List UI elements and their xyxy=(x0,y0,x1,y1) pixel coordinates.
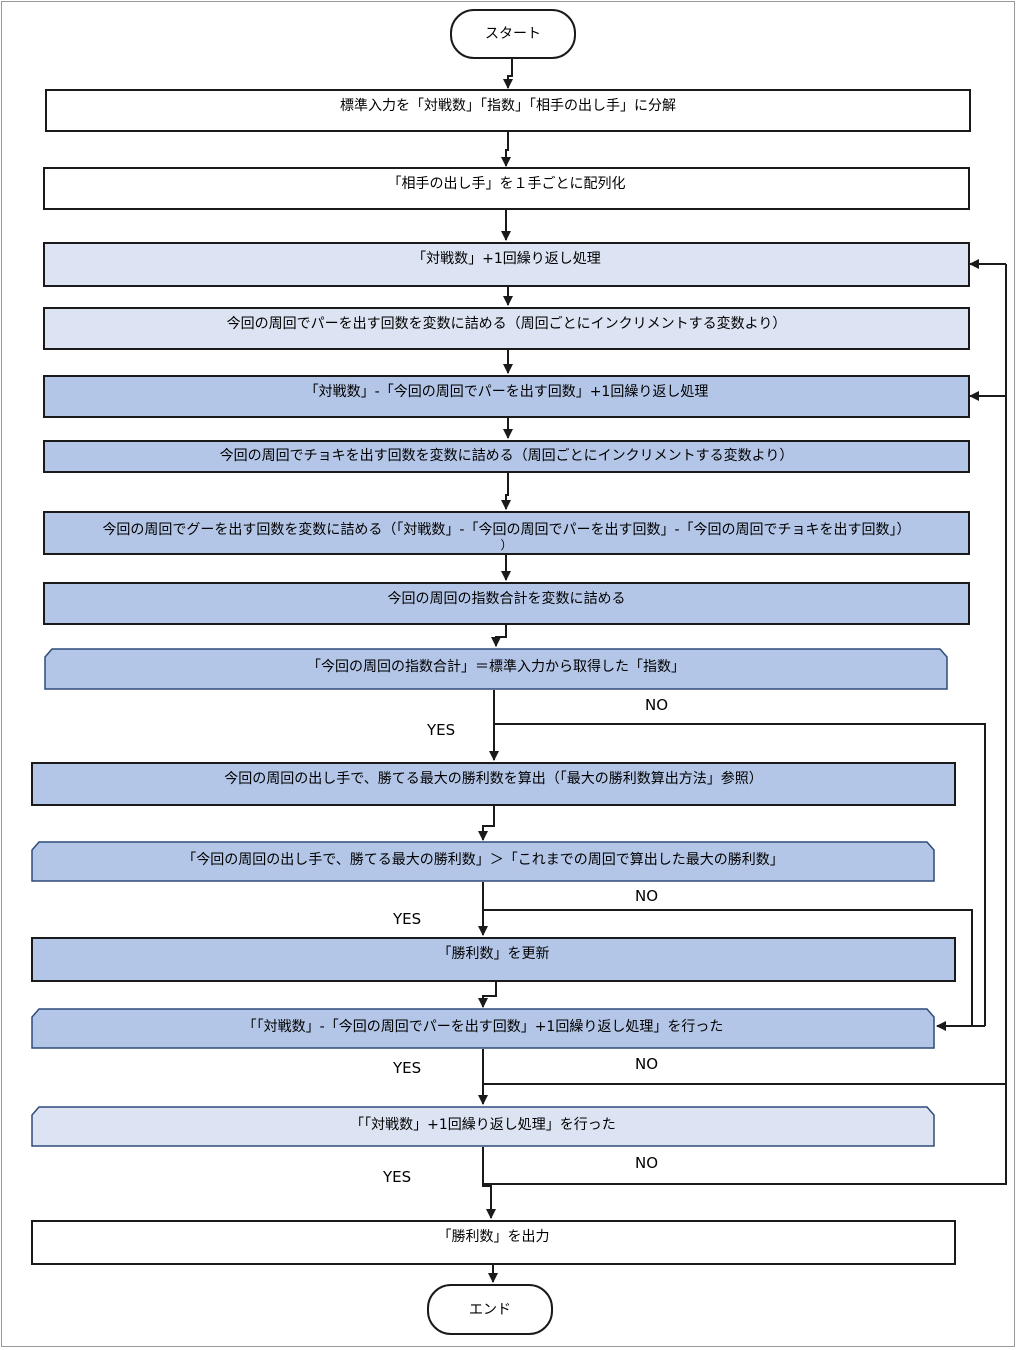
arrow-n6-n7 xyxy=(501,473,511,510)
loop-inner-label: 「対戦数」-「今回の周回でパーを出す回数」+1回繰り返し処理 xyxy=(304,384,709,400)
end-label: エンド xyxy=(469,1301,511,1318)
process-output-wins-label: 「勝利数」を出力 xyxy=(437,1229,550,1245)
process-update-wins: 「勝利数」を更新 xyxy=(31,937,956,982)
end-terminal: エンド xyxy=(427,1284,553,1335)
decision-index-match: 「今回の周回の指数合計」＝標準入力から取得した「指数」 xyxy=(44,648,948,690)
arrow-n8-d1 xyxy=(491,625,507,647)
arrow-n9-d2 xyxy=(478,806,495,841)
label-yes-d1: YES xyxy=(427,721,456,739)
decision-wins-greater-label: 「今回の周回の出し手で、勝てる最大の勝利数」＞「これまでの周回で算出した最大の勝… xyxy=(182,852,784,868)
process-split-input: 標準入力を「対戦数」「指数」「相手の出し手」に分解 xyxy=(45,89,971,132)
process-paper-count: 今回の周回でパーを出す回数を変数に詰める（周回ごとにインクリメントする変数より） xyxy=(43,307,970,350)
line-d1-no xyxy=(494,723,986,1026)
arrow-n10-d3 xyxy=(478,982,497,1008)
process-scissors-count-label: 今回の周回でチョキを出す回数を変数に詰める（周回ごとにインクリメントする変数より… xyxy=(219,448,794,464)
process-max-wins-label: 今回の周回の出し手で、勝てる最大の勝利数を算出（「最大の勝利数算出方法」参照） xyxy=(224,771,763,787)
label-yes-d2: YES xyxy=(393,910,422,928)
process-rock-count: 今回の周回でグーを出す回数を変数に詰める（「対戦数」-「今回の周回でパーを出す回… xyxy=(43,511,970,555)
loop-outer-label: 「対戦数」+1回繰り返し処理 xyxy=(412,251,601,267)
process-output-wins: 「勝利数」を出力 xyxy=(31,1220,956,1265)
process-scissors-count: 今回の周回でチョキを出す回数を変数に詰める（周回ごとにインクリメントする変数より… xyxy=(43,440,970,473)
loop-outer: 「対戦数」+1回繰り返し処理 xyxy=(43,242,970,287)
arrow-d4-yes-n11 xyxy=(482,1147,496,1219)
decision-wins-greater: 「今回の周回の出し手で、勝てる最大の勝利数」＞「これまでの周回で算出した最大の勝… xyxy=(31,841,935,882)
process-rock-count-label: 今回の周回でグーを出す回数を変数に詰める（「対戦数」-「今回の周回でパーを出す回… xyxy=(102,521,911,538)
process-update-wins-label: 「勝利数」を更新 xyxy=(437,946,550,962)
process-rock-count-label-wrap: ） xyxy=(500,537,513,552)
process-split-input-label: 標準入力を「対戦数」「指数」「相手の出し手」に分解 xyxy=(340,98,676,114)
decision-index-match-label: 「今回の周回の指数合計」＝標準入力から取得した「指数」 xyxy=(307,659,685,675)
process-index-sum-label: 今回の周回の指数合計を変数に詰める xyxy=(387,591,626,607)
process-paper-count-label: 今回の周回でパーを出す回数を変数に詰める（周回ごとにインクリメントする変数より） xyxy=(226,316,787,332)
decision-outer-loop-done-label: 「「対戦数」+1回繰り返し処理」を行った xyxy=(350,1117,616,1133)
process-array-hands: 「相手の出し手」を１手ごとに配列化 xyxy=(43,167,970,210)
process-max-wins: 今回の周回の出し手で、勝てる最大の勝利数を算出（「最大の勝利数算出方法」参照） xyxy=(31,762,956,806)
decision-inner-loop-done-label: 「「対戦数」-「今回の周回でパーを出す回数」+1回繰り返し処理」を行った xyxy=(242,1019,724,1035)
start-terminal: スタート xyxy=(450,9,576,59)
decision-inner-loop-done: 「「対戦数」-「今回の周回でパーを出す回数」+1回繰り返し処理」を行った xyxy=(31,1008,935,1049)
loop-inner: 「対戦数」-「今回の周回でパーを出す回数」+1回繰り返し処理 xyxy=(43,375,970,418)
label-yes-d3: YES xyxy=(393,1059,422,1077)
label-yes-d4: YES xyxy=(383,1168,412,1186)
decision-outer-loop-done: 「「対戦数」+1回繰り返し処理」を行った xyxy=(31,1106,935,1147)
arrow-start-n1 xyxy=(503,58,513,89)
process-array-hands-label: 「相手の出し手」を１手ごとに配列化 xyxy=(387,176,626,192)
start-label: スタート xyxy=(485,26,541,42)
line-d4-no-loop xyxy=(483,1084,1007,1185)
label-no-d2: NO xyxy=(635,887,659,905)
label-no-d3: NO xyxy=(635,1055,659,1073)
process-index-sum: 今回の周回の指数合計を変数に詰める xyxy=(43,582,970,625)
arrow-n1-n2 xyxy=(501,132,511,167)
label-no-d4: NO xyxy=(635,1154,659,1172)
label-no-d1: NO xyxy=(645,696,669,714)
line-d2-no xyxy=(483,909,973,1026)
